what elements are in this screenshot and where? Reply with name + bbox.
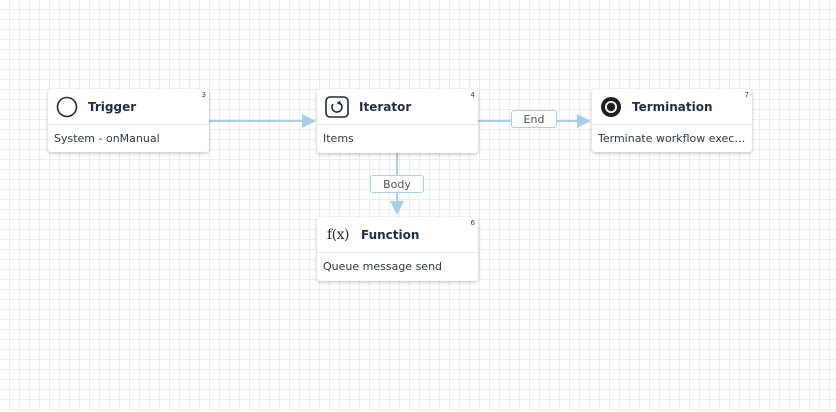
arrowhead-iterator-function (390, 201, 404, 215)
node-subtitle: Terminate workflow execution (598, 132, 752, 145)
node-header: Iterator 4 (317, 89, 478, 125)
edge-label-body[interactable]: Body (370, 175, 424, 193)
node-trigger[interactable]: Trigger 3 System - onManual (48, 89, 209, 152)
node-header: Trigger 3 (48, 89, 209, 125)
node-title: Iterator (359, 99, 412, 114)
node-subtitle: System - onManual (54, 132, 160, 145)
node-termination[interactable]: Termination 7 Terminate workflow executi… (592, 89, 752, 152)
node-iterator[interactable]: Iterator 4 Items (317, 89, 478, 153)
node-id-badge: 7 (744, 91, 749, 99)
record-stop-icon (600, 96, 622, 118)
arrowhead-trigger-iterator (302, 114, 316, 128)
arrowhead-iterator-termination (577, 114, 591, 128)
node-function[interactable]: f(x) Function 6 Queue message send (317, 217, 478, 281)
node-title: Termination (632, 99, 713, 114)
node-title: Function (361, 227, 420, 242)
node-subtitle: Queue message send (323, 260, 443, 273)
node-subtitle: Items (323, 132, 354, 145)
loop-icon (325, 95, 349, 118)
function-fx-icon: f(x) (326, 226, 350, 243)
node-title: Trigger (88, 99, 137, 114)
circle-outline-icon (56, 96, 78, 118)
node-id-badge: 6 (470, 219, 475, 227)
node-id-badge: 3 (201, 91, 206, 99)
edge-label-end[interactable]: End (511, 110, 557, 128)
node-header: Termination 7 (592, 89, 752, 125)
node-header: f(x) Function 6 (317, 217, 478, 253)
node-id-badge: 4 (470, 91, 475, 99)
